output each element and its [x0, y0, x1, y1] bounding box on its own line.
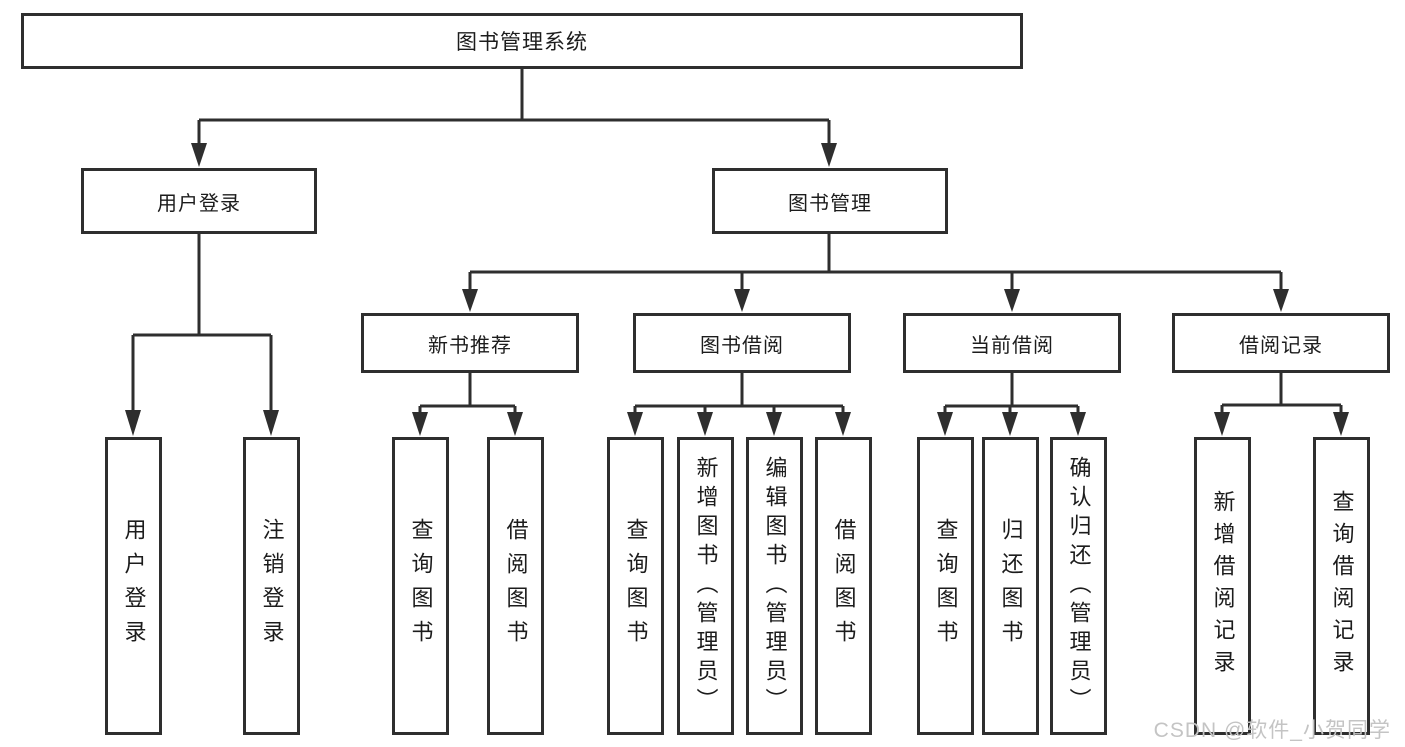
node-new-book-recommend: 新书推荐 — [361, 313, 579, 373]
node-label: 借阅图书 — [831, 518, 857, 654]
node-label: 新增借阅记录 — [1210, 490, 1236, 682]
node-label: 注销登录 — [259, 518, 285, 654]
node-label: 确认归还（管理员） — [1066, 455, 1092, 717]
node-leaf-query-books-3: 查询图书 — [917, 437, 974, 735]
node-leaf-query-books-1: 查询图书 — [392, 437, 449, 735]
node-leaf-add-books-admin: 新增图书（管理员） — [677, 437, 734, 735]
node-label: 查询图书 — [408, 518, 434, 654]
node-label: 新增图书（管理员） — [693, 455, 719, 717]
node-leaf-add-borrow-record: 新增借阅记录 — [1194, 437, 1251, 735]
node-label: 查询借阅记录 — [1329, 490, 1355, 682]
node-label: 借阅图书 — [503, 518, 529, 654]
node-leaf-edit-books-admin: 编辑图书（管理员） — [746, 437, 803, 735]
node-leaf-confirm-return-admin: 确认归还（管理员） — [1050, 437, 1107, 735]
node-label: 用户登录 — [157, 192, 241, 215]
node-label: 借阅记录 — [1239, 334, 1323, 357]
node-leaf-borrow-books-2: 借阅图书 — [815, 437, 872, 735]
node-borrowing-records: 借阅记录 — [1172, 313, 1390, 373]
node-label: 查询图书 — [933, 518, 959, 654]
node-leaf-query-borrow-record: 查询借阅记录 — [1313, 437, 1370, 735]
node-label: 图书借阅 — [700, 334, 784, 357]
node-leaf-query-books-2: 查询图书 — [607, 437, 664, 735]
node-library-management-system: 图书管理系统 — [21, 13, 1023, 69]
node-label: 图书管理系统 — [456, 31, 588, 54]
csdn-watermark: CSDN @软件_小贺同学 — [1153, 719, 1391, 742]
node-label: 新书推荐 — [428, 334, 512, 357]
node-label: 编辑图书（管理员） — [762, 455, 788, 717]
node-book-management: 图书管理 — [712, 168, 948, 234]
node-leaf-borrow-books-1: 借阅图书 — [487, 437, 544, 735]
node-label: 当前借阅 — [970, 334, 1054, 357]
node-current-borrowing: 当前借阅 — [903, 313, 1121, 373]
node-label: 查询图书 — [623, 518, 649, 654]
node-user-login: 用户登录 — [81, 168, 317, 234]
node-label: 图书管理 — [788, 192, 872, 215]
node-leaf-user-login: 用户登录 — [105, 437, 162, 735]
node-book-borrowing: 图书借阅 — [633, 313, 851, 373]
node-leaf-return-books: 归还图书 — [982, 437, 1039, 735]
node-leaf-logout: 注销登录 — [243, 437, 300, 735]
node-label: 用户登录 — [121, 518, 147, 654]
node-label: 归还图书 — [998, 518, 1024, 654]
